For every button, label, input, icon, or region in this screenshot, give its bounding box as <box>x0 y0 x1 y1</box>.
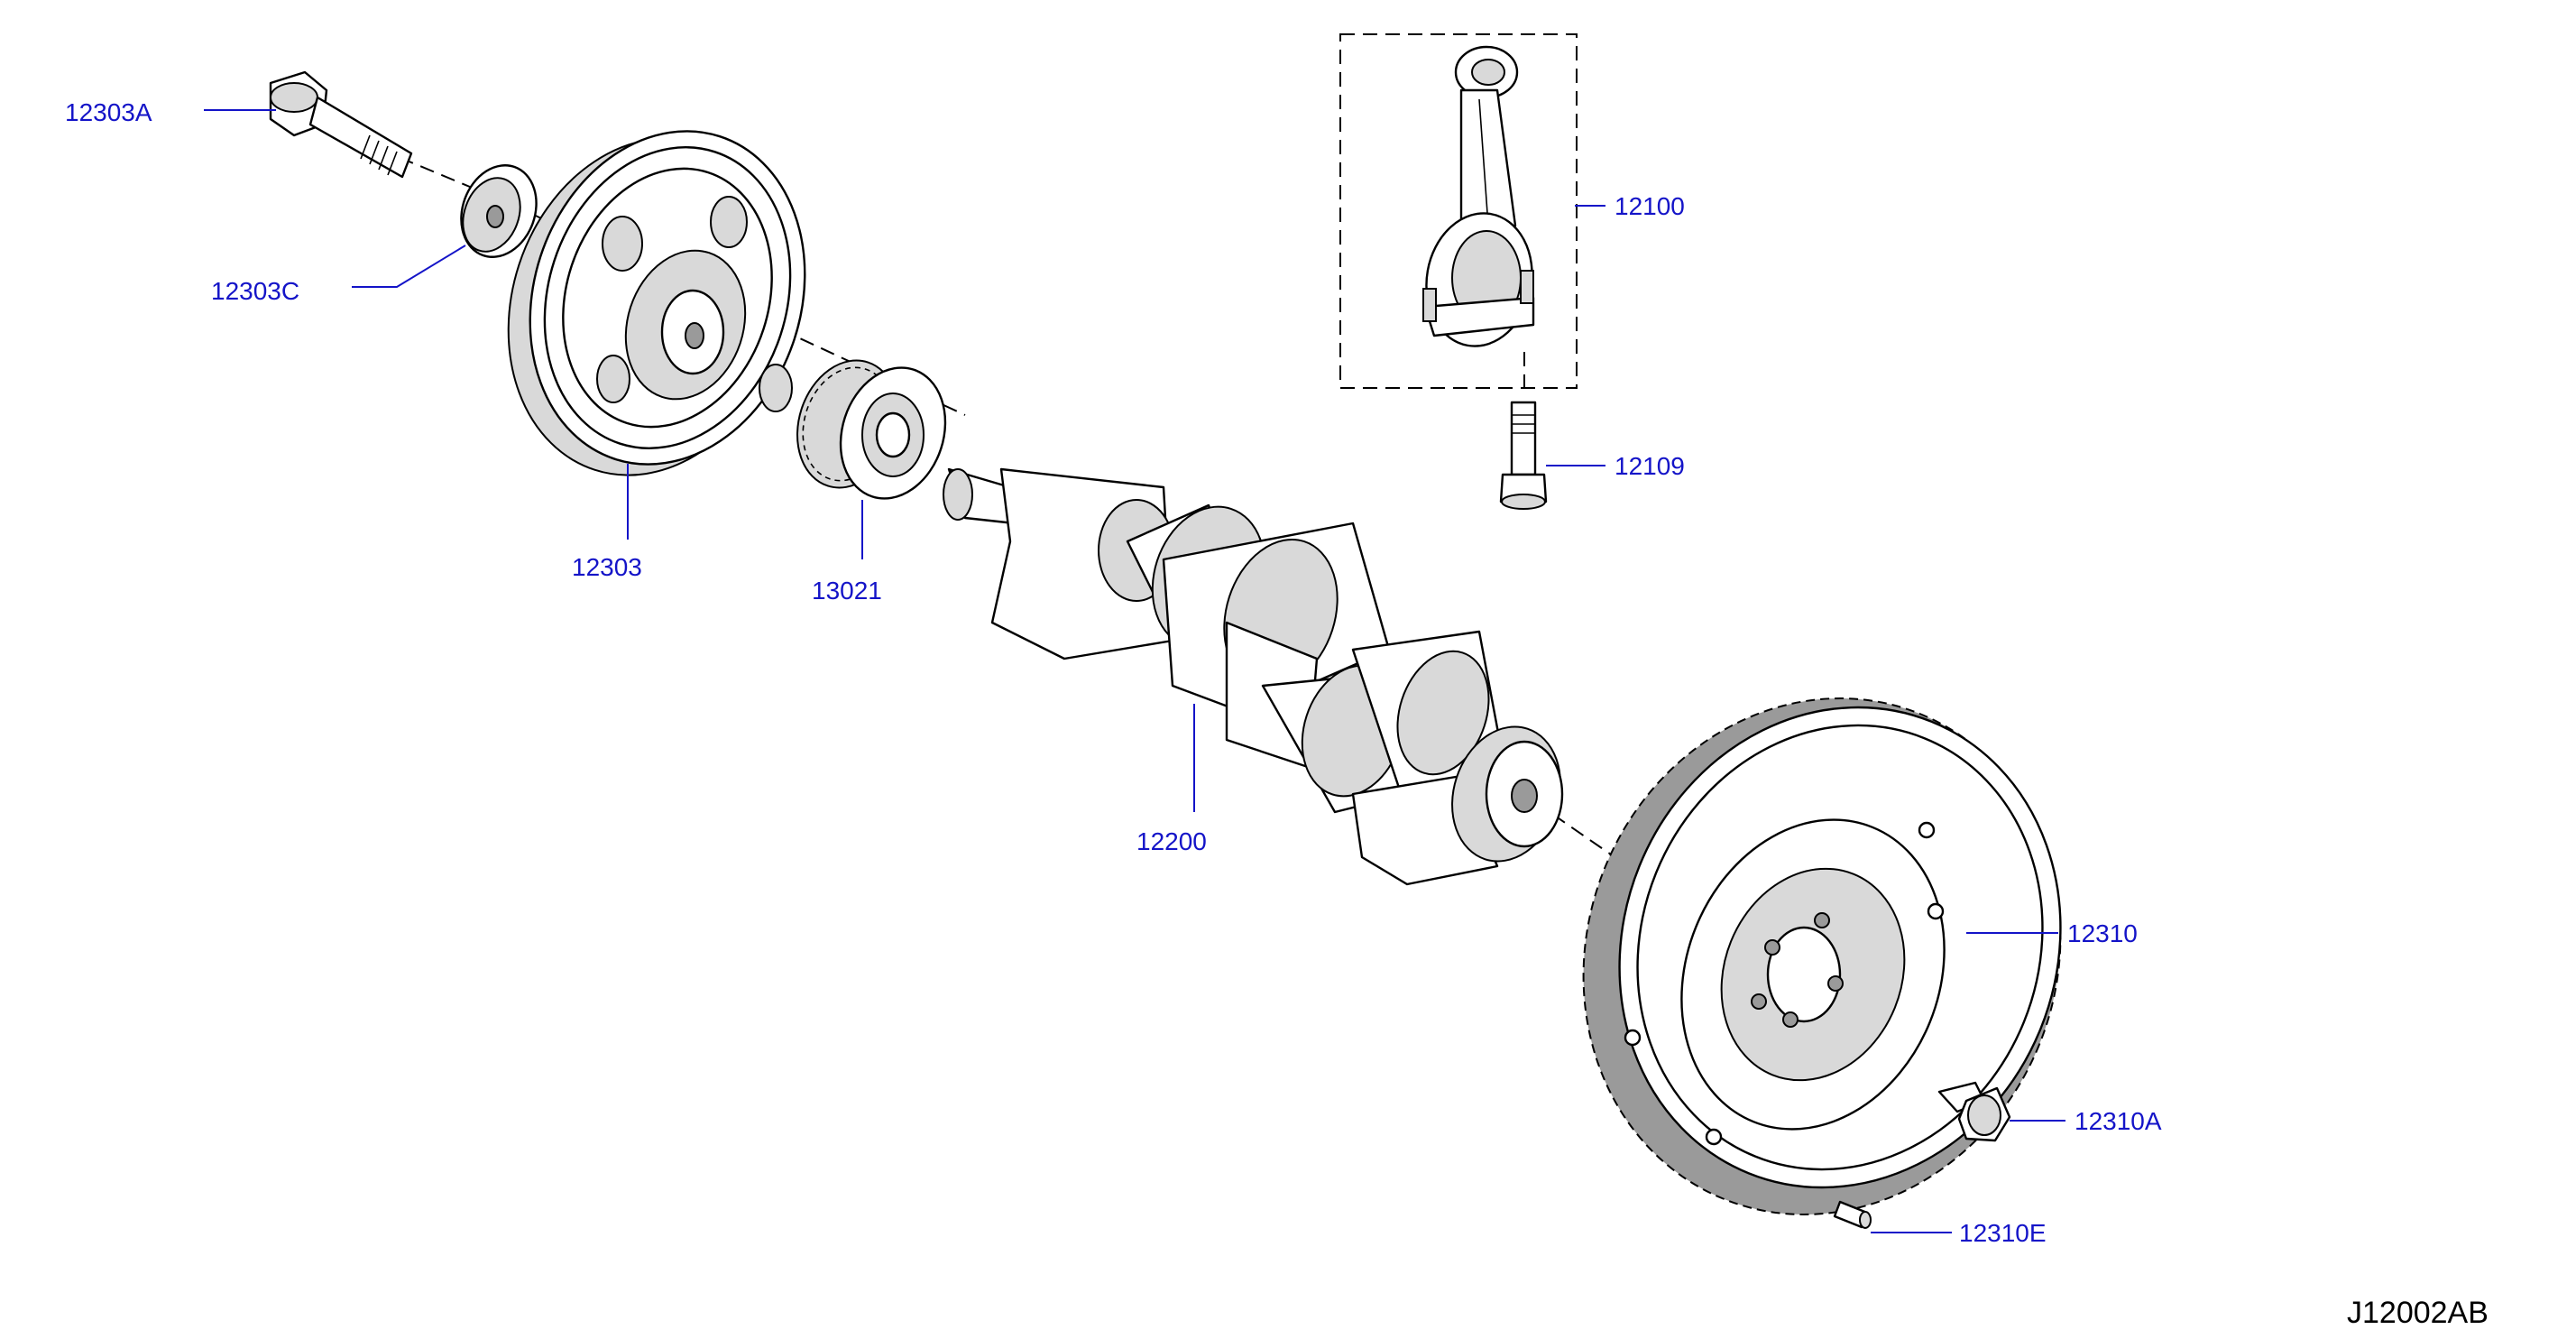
label-12200: 12200 <box>1136 827 1207 855</box>
label-12303C: 12303C <box>211 277 299 305</box>
label-12100: 12100 <box>1615 192 1685 220</box>
crankshaft-sprocket-icon[interactable] <box>781 347 961 513</box>
label-12310E: 12310E <box>1959 1219 2047 1247</box>
leader-lines <box>204 109 2065 1233</box>
flywheel-icon[interactable] <box>1506 626 2137 1288</box>
connecting-rod-icon[interactable] <box>1416 45 1542 355</box>
label-12109: 12109 <box>1615 452 1685 480</box>
label-12303A: 12303A <box>65 98 152 126</box>
dowel-pin-icon[interactable] <box>1833 1200 1872 1229</box>
washer-icon[interactable] <box>449 154 549 267</box>
connecting-rod-bolt-icon[interactable] <box>1499 401 1548 510</box>
figure-code: J12002AB <box>2347 1296 2489 1330</box>
crankshaft-pulley-icon[interactable] <box>466 95 847 512</box>
connecting-rod-group <box>1339 33 1578 389</box>
label-12303: 12303 <box>572 553 642 581</box>
label-12310: 12310 <box>2067 919 2138 947</box>
label-13021: 13021 <box>812 577 882 605</box>
label-12310A: 12310A <box>2075 1107 2162 1135</box>
crank-pulley-bolt-icon[interactable] <box>269 70 413 179</box>
crankshaft-icon[interactable] <box>943 467 1578 886</box>
flywheel-bolt-icon[interactable] <box>1937 1081 2011 1142</box>
